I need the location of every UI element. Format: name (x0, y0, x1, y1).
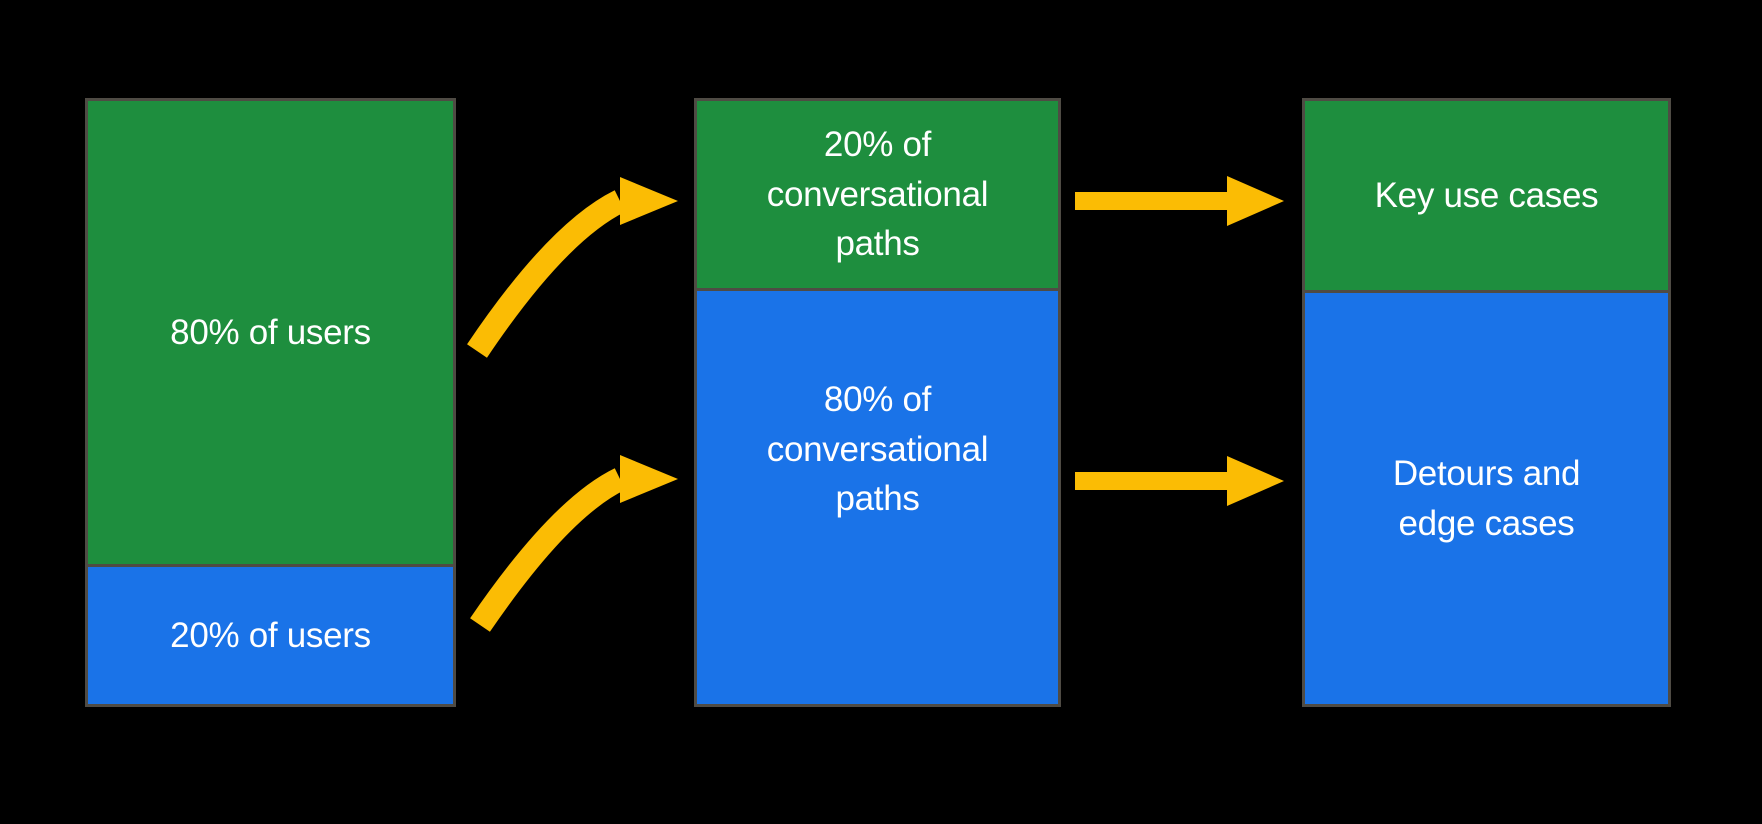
curved-arrow-top-icon (467, 177, 678, 358)
straight-arrow-top-icon (1075, 176, 1284, 226)
curved-arrow-bottom-icon (470, 455, 678, 632)
users-minority-segment: 20% of users (88, 564, 453, 704)
users-bar: 80% of users 20% of users (85, 98, 456, 707)
key-use-cases-label: Key use cases (1374, 175, 1599, 215)
detours-edge-cases-label: Detours and edge cases (1392, 453, 1581, 543)
users-minority-label: 20% of users (170, 615, 371, 655)
conversational-paths-bar: 20% of conversational paths 80% of conve… (694, 98, 1061, 707)
paths-majority-segment: 80% of conversational paths (697, 288, 1058, 704)
paths-majority-label: 80% of conversational paths (766, 380, 989, 519)
straight-arrow-bottom-icon (1075, 456, 1284, 506)
users-majority-label: 80% of users (170, 312, 371, 352)
users-majority-segment: 80% of users (88, 101, 453, 564)
outcomes-bar: Key use cases Detours and edge cases (1302, 98, 1671, 707)
key-use-cases-segment: Key use cases (1305, 101, 1668, 290)
detours-edge-cases-segment: Detours and edge cases (1305, 290, 1668, 704)
paths-minority-label: 20% of conversational paths (766, 124, 989, 264)
paths-minority-segment: 20% of conversational paths (697, 101, 1058, 288)
